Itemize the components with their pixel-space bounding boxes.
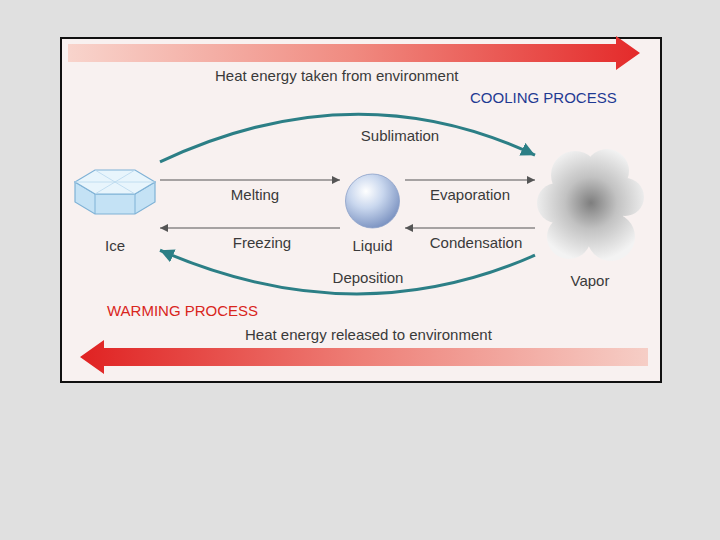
vapor-cloud: Vapor [535, 145, 645, 290]
process-label: Evaporation [428, 186, 512, 204]
state-label: Liquid [352, 237, 392, 255]
process-label: Condensation [428, 234, 525, 252]
heat-note: Heat energy released to environment [245, 326, 492, 344]
cooling-band-arrow [68, 36, 640, 70]
heat-note: Heat energy taken from environment [215, 67, 458, 85]
process-label: Deposition [331, 269, 406, 287]
phase-arrow [405, 179, 535, 180]
phase-curve-arrow [160, 250, 535, 294]
phase-arrow [160, 227, 340, 228]
liquid-drop: Liquid [340, 170, 405, 255]
liquid-drop-icon [340, 170, 405, 232]
vapor-cloud-icon [535, 145, 645, 267]
ice-crystal-shape [70, 160, 160, 236]
ice-crystal-icon [70, 160, 160, 232]
phase-arrow [160, 179, 340, 180]
phase-arrow [405, 227, 535, 228]
ice-crystal: Ice [70, 160, 160, 255]
liquid-drop-shape [340, 170, 405, 236]
warming-band-arrow [80, 340, 648, 374]
phase-curve-arrow [160, 114, 535, 162]
process-label: Sublimation [359, 127, 441, 145]
process-label: Melting [229, 186, 281, 204]
state-label: Ice [105, 237, 125, 255]
process-label: Freezing [231, 234, 293, 252]
vapor-cloud-shape [535, 145, 645, 271]
state-label: Vapor [571, 272, 610, 290]
process-title: WARMING PROCESS [107, 302, 258, 320]
process-title: COOLING PROCESS [470, 89, 617, 107]
